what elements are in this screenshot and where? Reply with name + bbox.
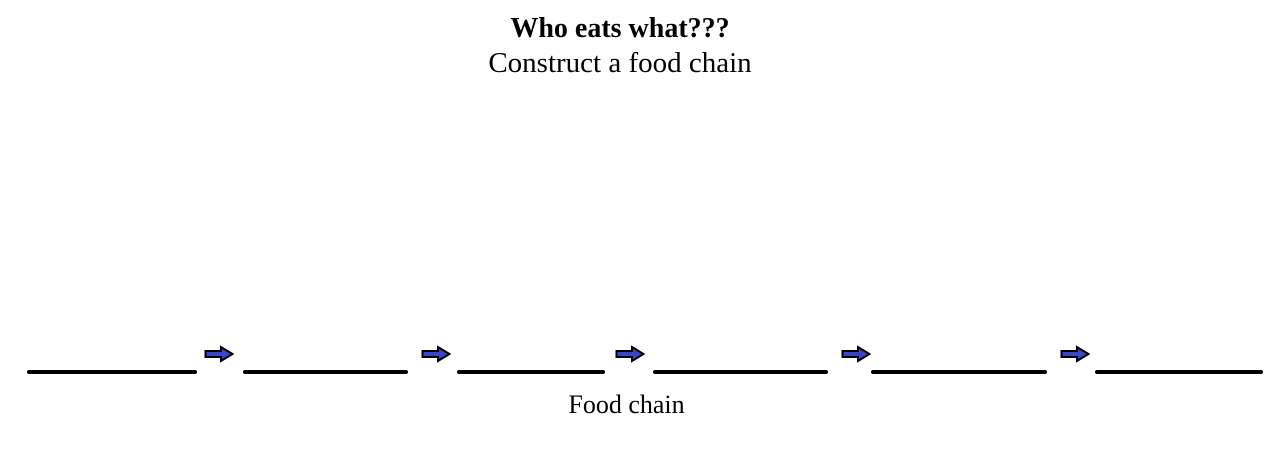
arrow-shape [615,345,645,363]
food-chain-blank-2[interactable] [243,370,408,374]
arrow-right-icon [841,345,871,363]
page-subtitle: Construct a food chain [488,47,752,79]
food-chain-label: Food chain [568,390,685,419]
arrow-shape [421,345,451,363]
arrow-right-icon [204,345,234,363]
page-title: Who eats what??? [510,13,730,44]
arrow-right-icon [1060,345,1090,363]
food-chain-blank-6[interactable] [1095,370,1263,374]
arrow-shape [841,345,871,363]
food-chain-blank-4[interactable] [653,370,828,374]
arrow-shape [204,345,234,363]
food-chain-blank-1[interactable] [27,370,197,374]
arrow-shape [1060,345,1090,363]
worksheet-header: Who eats what??? Construct a food chain [0,12,1240,80]
arrow-right-icon [615,345,645,363]
food-chain-blank-5[interactable] [871,370,1047,374]
arrow-right-icon [421,345,451,363]
food-chain-blank-3[interactable] [457,370,605,374]
